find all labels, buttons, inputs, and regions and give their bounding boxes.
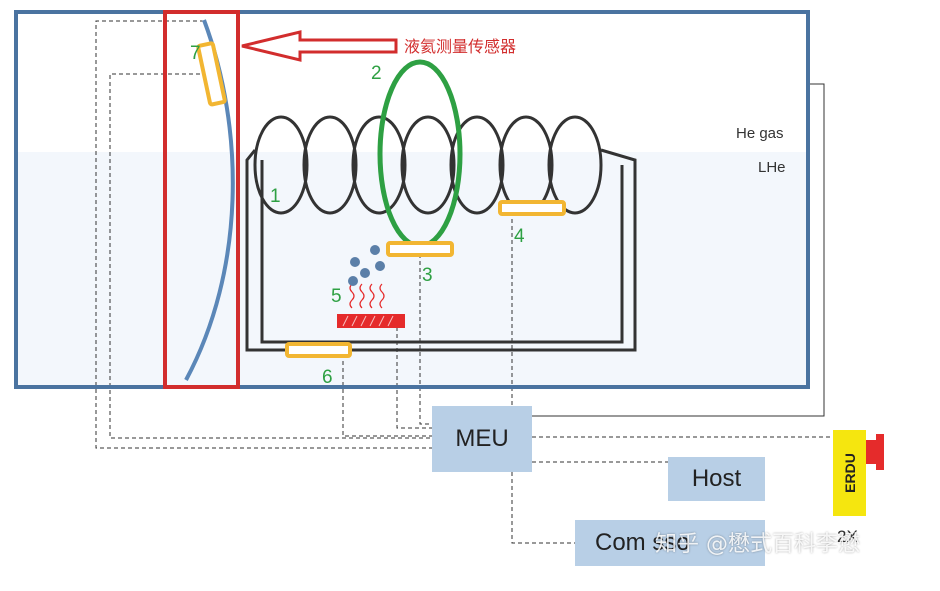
sensor-pointer-arrow xyxy=(241,30,398,62)
sensor-7 xyxy=(196,41,227,107)
number-label-7: 7 xyxy=(190,43,201,64)
heat-waves xyxy=(349,283,385,309)
number-label-1: 1 xyxy=(270,186,281,207)
sensor-3 xyxy=(386,241,454,257)
vessel-to-meu-line xyxy=(532,83,825,417)
number-label-6: 6 xyxy=(322,367,333,388)
meu-box: MEU xyxy=(432,406,532,472)
dashed-wiring xyxy=(95,20,833,544)
sensor-title-label: 液氦测量传感器 xyxy=(404,37,517,56)
watermark-text: 知乎 @懋式百科李懋 xyxy=(655,532,860,557)
number-label-5: 5 xyxy=(331,286,342,307)
erdu-unit: ERDU xyxy=(833,430,866,516)
host-box: Host xyxy=(668,457,765,501)
number-label-2: 2 xyxy=(371,63,382,84)
level-sensor-highlight-box xyxy=(163,10,240,389)
sensor-6 xyxy=(285,342,352,358)
cryostat-vessel xyxy=(14,10,810,389)
erdu-red-button-cap xyxy=(876,434,884,470)
lhe-label: LHe xyxy=(758,159,786,176)
heater-element xyxy=(337,314,405,328)
helium-bubbles xyxy=(348,245,385,286)
heater xyxy=(337,245,405,328)
superconducting-coil xyxy=(245,115,637,352)
compressor-box: Com sso xyxy=(575,520,765,566)
erdu-label: ERDU xyxy=(841,453,858,493)
yellow-sensors xyxy=(196,41,566,358)
erdu-count-label: 2X xyxy=(837,527,858,546)
number-label-4: 4 xyxy=(514,226,525,247)
sensor-4 xyxy=(498,200,566,216)
lhe-region xyxy=(16,152,808,387)
number-label-3: 3 xyxy=(422,265,433,286)
erdu-red-button xyxy=(866,440,876,464)
he-gas-label: He gas xyxy=(736,125,784,142)
